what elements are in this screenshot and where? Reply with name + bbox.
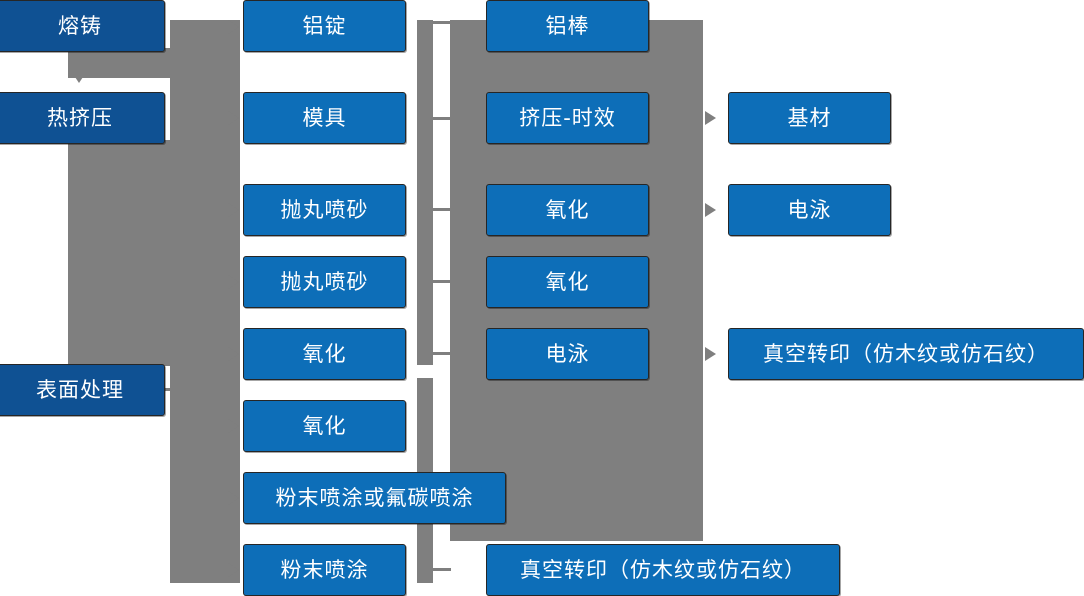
node-shot-blasting-2[interactable]: 抛丸喷砂 [243, 256, 406, 308]
arrow-down-icon-2 [73, 330, 85, 339]
node-label: 铝锭 [302, 13, 347, 38]
midcol-narrow-bar-upper [417, 20, 433, 365]
node-label: 氧化 [302, 341, 347, 366]
node-label: 抛丸喷砂 [280, 269, 369, 294]
node-shot-blasting-1[interactable]: 抛丸喷砂 [243, 184, 406, 236]
arrow-right-icon-fan-1 [228, 20, 239, 34]
node-vacuum-transfer-bottom[interactable]: 真空转印（仿木纹或仿石纹） [486, 544, 840, 596]
node-label: 电泳 [545, 341, 590, 366]
arrow-down-icon-1 [73, 74, 85, 83]
node-vacuum-transfer[interactable]: 真空转印（仿木纹或仿石纹） [728, 328, 1084, 380]
node-label: 熔铸 [58, 13, 102, 38]
arrow-right-icon-out-3 [705, 347, 716, 361]
arrow-right-icon-fan-2 [228, 111, 239, 125]
arrow-right-icon-fan-5 [228, 347, 239, 361]
arrow-right-icon-fan-4 [228, 275, 239, 289]
node-powder-or-fluorocarbon[interactable]: 粉末喷涂或氟碳喷涂 [243, 472, 506, 524]
node-label: 热挤压 [47, 105, 113, 130]
node-extrusion-aging[interactable]: 挤压-时效 [486, 92, 649, 144]
midcol-stub-4 [433, 280, 451, 283]
midcol-stub-5 [433, 352, 451, 355]
node-oxidation-2[interactable]: 氧化 [243, 400, 406, 452]
arrow-right-icon-out-2 [705, 203, 716, 217]
arrow-right-icon-out-1 [705, 111, 716, 125]
node-label: 氧化 [302, 413, 347, 438]
node-surface-treatment[interactable]: 表面处理 [0, 364, 165, 416]
node-label: 基材 [787, 105, 832, 130]
node-label: 表面处理 [36, 377, 124, 402]
midcol-stub-1 [433, 21, 451, 24]
node-label: 模具 [302, 105, 347, 130]
arrow-right-icon-fan-6 [228, 419, 239, 433]
node-label: 挤压-时效 [519, 105, 616, 130]
arrow-right-icon-fan-7 [228, 491, 239, 505]
node-hot-extrusion[interactable]: 热挤压 [0, 92, 165, 144]
stage-spine-bar [68, 48, 172, 78]
node-label: 真空转印（仿木纹或仿石纹） [520, 557, 806, 582]
node-label: 电泳 [787, 197, 832, 222]
node-oxidation-4[interactable]: 氧化 [486, 256, 649, 308]
midcol-stub-2 [433, 117, 451, 120]
node-powder-coating[interactable]: 粉末喷涂 [243, 544, 406, 596]
node-electrophoresis-2[interactable]: 电泳 [728, 184, 891, 236]
stage-spine-bar-2 [68, 140, 172, 366]
node-aluminum-ingot[interactable]: 铝锭 [243, 0, 406, 52]
node-label: 抛丸喷砂 [280, 197, 369, 222]
node-electrophoresis-1[interactable]: 电泳 [486, 328, 649, 380]
node-melt-casting[interactable]: 熔铸 [0, 0, 165, 52]
midcol-stub-3 [433, 208, 451, 211]
node-aluminum-rod[interactable]: 铝棒 [486, 0, 649, 52]
surface-treatment-stub [160, 388, 174, 391]
node-label: 真空转印（仿木纹或仿石纹） [763, 341, 1049, 366]
node-mold[interactable]: 模具 [243, 92, 406, 144]
node-label: 铝棒 [545, 13, 590, 38]
node-label: 氧化 [545, 269, 590, 294]
node-label: 氧化 [545, 197, 590, 222]
node-oxidation-3[interactable]: 氧化 [486, 184, 649, 236]
node-base-material[interactable]: 基材 [728, 92, 891, 144]
node-oxidation-1[interactable]: 氧化 [243, 328, 406, 380]
arrow-right-icon-fan-8 [228, 563, 239, 577]
node-label: 粉末喷涂或氟碳喷涂 [275, 485, 474, 510]
node-label: 粉末喷涂 [280, 557, 369, 582]
midcol-stub-6 [433, 568, 451, 571]
arrow-right-icon-fan-3 [228, 203, 239, 217]
